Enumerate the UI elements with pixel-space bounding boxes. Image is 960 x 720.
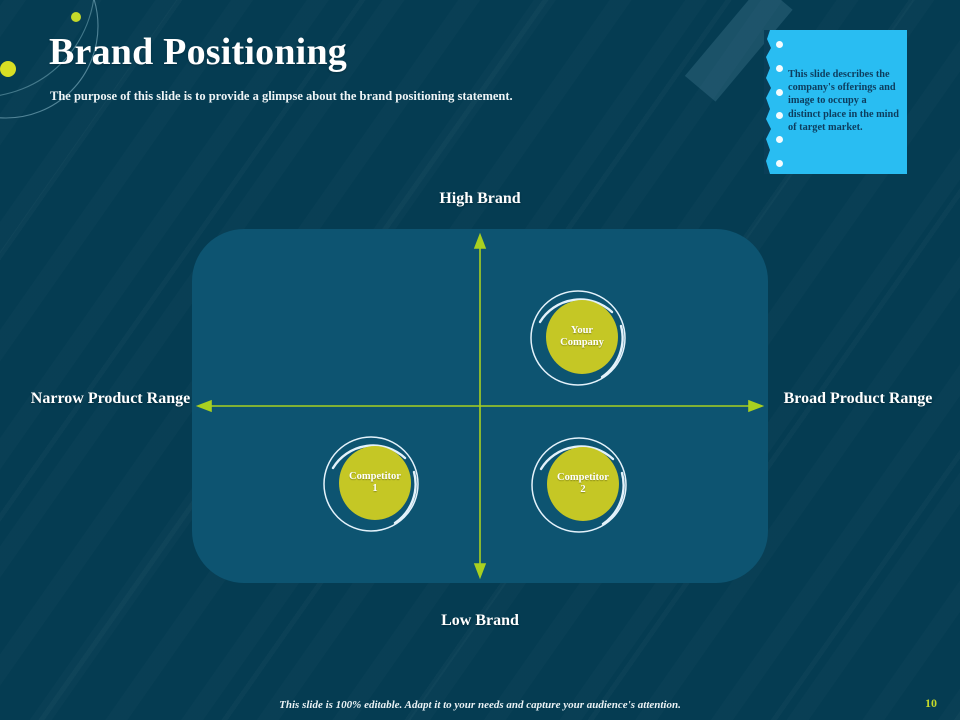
decorative-arcs bbox=[0, 0, 99, 119]
callout-dot bbox=[775, 112, 783, 120]
page-title: Brand Positioning bbox=[49, 31, 347, 73]
callout-dot bbox=[775, 136, 783, 144]
callout-dot bbox=[775, 64, 783, 72]
callout-dot-strip bbox=[772, 41, 786, 167]
axis-label-narrow-product-range: Narrow Product Range bbox=[30, 390, 191, 407]
page-number: 10 bbox=[925, 696, 937, 710]
bubble-your-company[interactable]: Your Company bbox=[528, 284, 632, 388]
callout-dot bbox=[775, 159, 783, 167]
page-subtitle: The purpose of this slide is to provide … bbox=[50, 89, 513, 103]
axis-label-broad-product-range: Broad Product Range bbox=[783, 390, 933, 407]
callout-dot bbox=[775, 41, 783, 48]
bubble-circle: Your Company bbox=[546, 300, 618, 374]
info-callout: This slide describes the company's offer… bbox=[764, 30, 907, 174]
bubble-competitor-1[interactable]: Competitor 1 bbox=[321, 430, 425, 534]
callout-torn-edge bbox=[764, 30, 771, 174]
bubble-circle: Competitor 1 bbox=[339, 446, 411, 520]
axis-label-low-brand: Low Brand bbox=[441, 612, 519, 629]
callout-text: This slide describes the company's offer… bbox=[788, 69, 899, 133]
bubble-label: Your Company bbox=[560, 324, 604, 349]
axis-label-high-brand: High Brand bbox=[439, 190, 521, 207]
bubble-label: Competitor 2 bbox=[557, 471, 609, 496]
bubble-label: Competitor 1 bbox=[349, 470, 401, 495]
bubble-competitor-2[interactable]: Competitor 2 bbox=[529, 431, 633, 535]
matrix-panel bbox=[192, 229, 768, 583]
bubble-circle: Competitor 2 bbox=[547, 447, 619, 521]
callout-dot bbox=[775, 88, 783, 96]
footer-note: This slide is 100% editable. Adapt it to… bbox=[279, 699, 681, 711]
